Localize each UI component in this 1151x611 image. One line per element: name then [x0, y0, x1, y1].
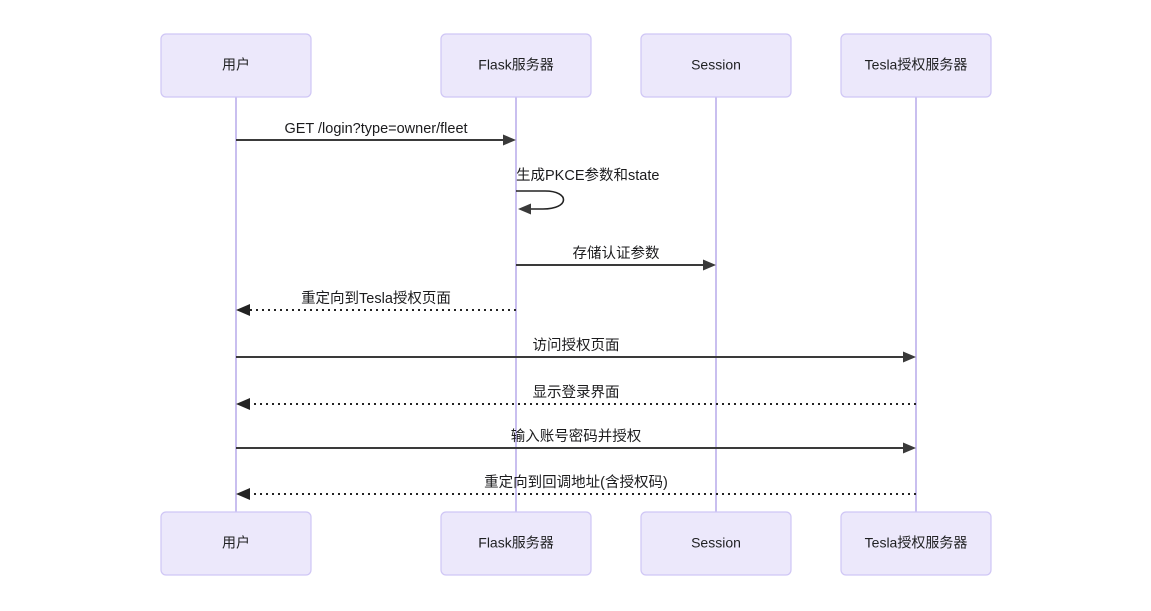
message-6-arrowhead — [236, 398, 250, 410]
lifeline-group — [235, 97, 917, 512]
message-2[interactable]: 生成PKCE参数和state — [516, 167, 659, 215]
message-1[interactable]: GET /login?type=owner/fleet — [236, 121, 516, 146]
actor-box-user-top[interactable] — [160, 33, 312, 98]
actor-label-user-top: 用户 — [222, 57, 250, 73]
actor-box-session-bottom[interactable] — [640, 511, 792, 576]
actor-footer-flask[interactable]: Flask服务器 — [440, 511, 592, 576]
message-5[interactable]: 访问授权页面 — [236, 337, 916, 363]
actor-box-tesla-top[interactable] — [840, 33, 992, 98]
actor-box-flask-bottom[interactable] — [440, 511, 592, 576]
actor-footer-session[interactable]: Session — [640, 511, 792, 576]
message-6-label: 显示登录界面 — [533, 384, 620, 401]
actor-footer-user[interactable]: 用户 — [160, 511, 312, 576]
message-2-loop-path — [516, 190, 565, 210]
message-2-arrowhead — [518, 203, 531, 215]
message-1-arrowhead — [503, 134, 516, 146]
message-8-label: 重定向到回调地址(含授权码) — [484, 474, 668, 491]
message-1-label: GET /login?type=owner/fleet — [284, 121, 467, 137]
actor-header-tesla[interactable]: Tesla授权服务器 — [840, 33, 992, 98]
message-8[interactable]: 重定向到回调地址(含授权码) — [236, 474, 916, 500]
actor-header-user[interactable]: 用户 — [160, 33, 312, 98]
actor-box-user-bottom[interactable] — [160, 511, 312, 576]
message-6[interactable]: 显示登录界面 — [236, 384, 916, 410]
actor-header-session[interactable]: Session — [640, 33, 792, 98]
message-4[interactable]: 重定向到Tesla授权页面 — [236, 290, 516, 316]
actor-label-tesla-bottom: Tesla授权服务器 — [865, 535, 968, 551]
actor-label-session-top: Session — [691, 57, 741, 73]
actor-box-session-top[interactable] — [640, 33, 792, 98]
message-4-arrowhead — [236, 304, 250, 316]
message-3[interactable]: 存储认证参数 — [516, 245, 716, 271]
actor-label-flask-top: Flask服务器 — [478, 57, 553, 73]
actor-label-user-bottom: 用户 — [222, 535, 250, 551]
actor-label-flask-bottom: Flask服务器 — [478, 535, 553, 551]
message-5-arrowhead — [903, 351, 916, 363]
message-7-arrowhead — [903, 442, 916, 454]
actor-label-session-bottom: Session — [691, 535, 741, 551]
message-5-label: 访问授权页面 — [533, 337, 620, 354]
message-7[interactable]: 输入账号密码并授权 — [236, 428, 916, 454]
actor-header-flask[interactable]: Flask服务器 — [440, 33, 592, 98]
message-3-label: 存储认证参数 — [573, 245, 660, 262]
message-3-arrowhead — [703, 259, 716, 271]
actor-footer-tesla[interactable]: Tesla授权服务器 — [840, 511, 992, 576]
message-8-arrowhead — [236, 488, 250, 500]
message-7-label: 输入账号密码并授权 — [511, 428, 642, 445]
message-2-label: 生成PKCE参数和state — [516, 167, 659, 184]
actor-box-flask-top[interactable] — [440, 33, 592, 98]
message-4-label: 重定向到Tesla授权页面 — [301, 290, 451, 307]
actor-box-tesla-bottom[interactable] — [840, 511, 992, 576]
actor-label-tesla-top: Tesla授权服务器 — [865, 57, 968, 73]
